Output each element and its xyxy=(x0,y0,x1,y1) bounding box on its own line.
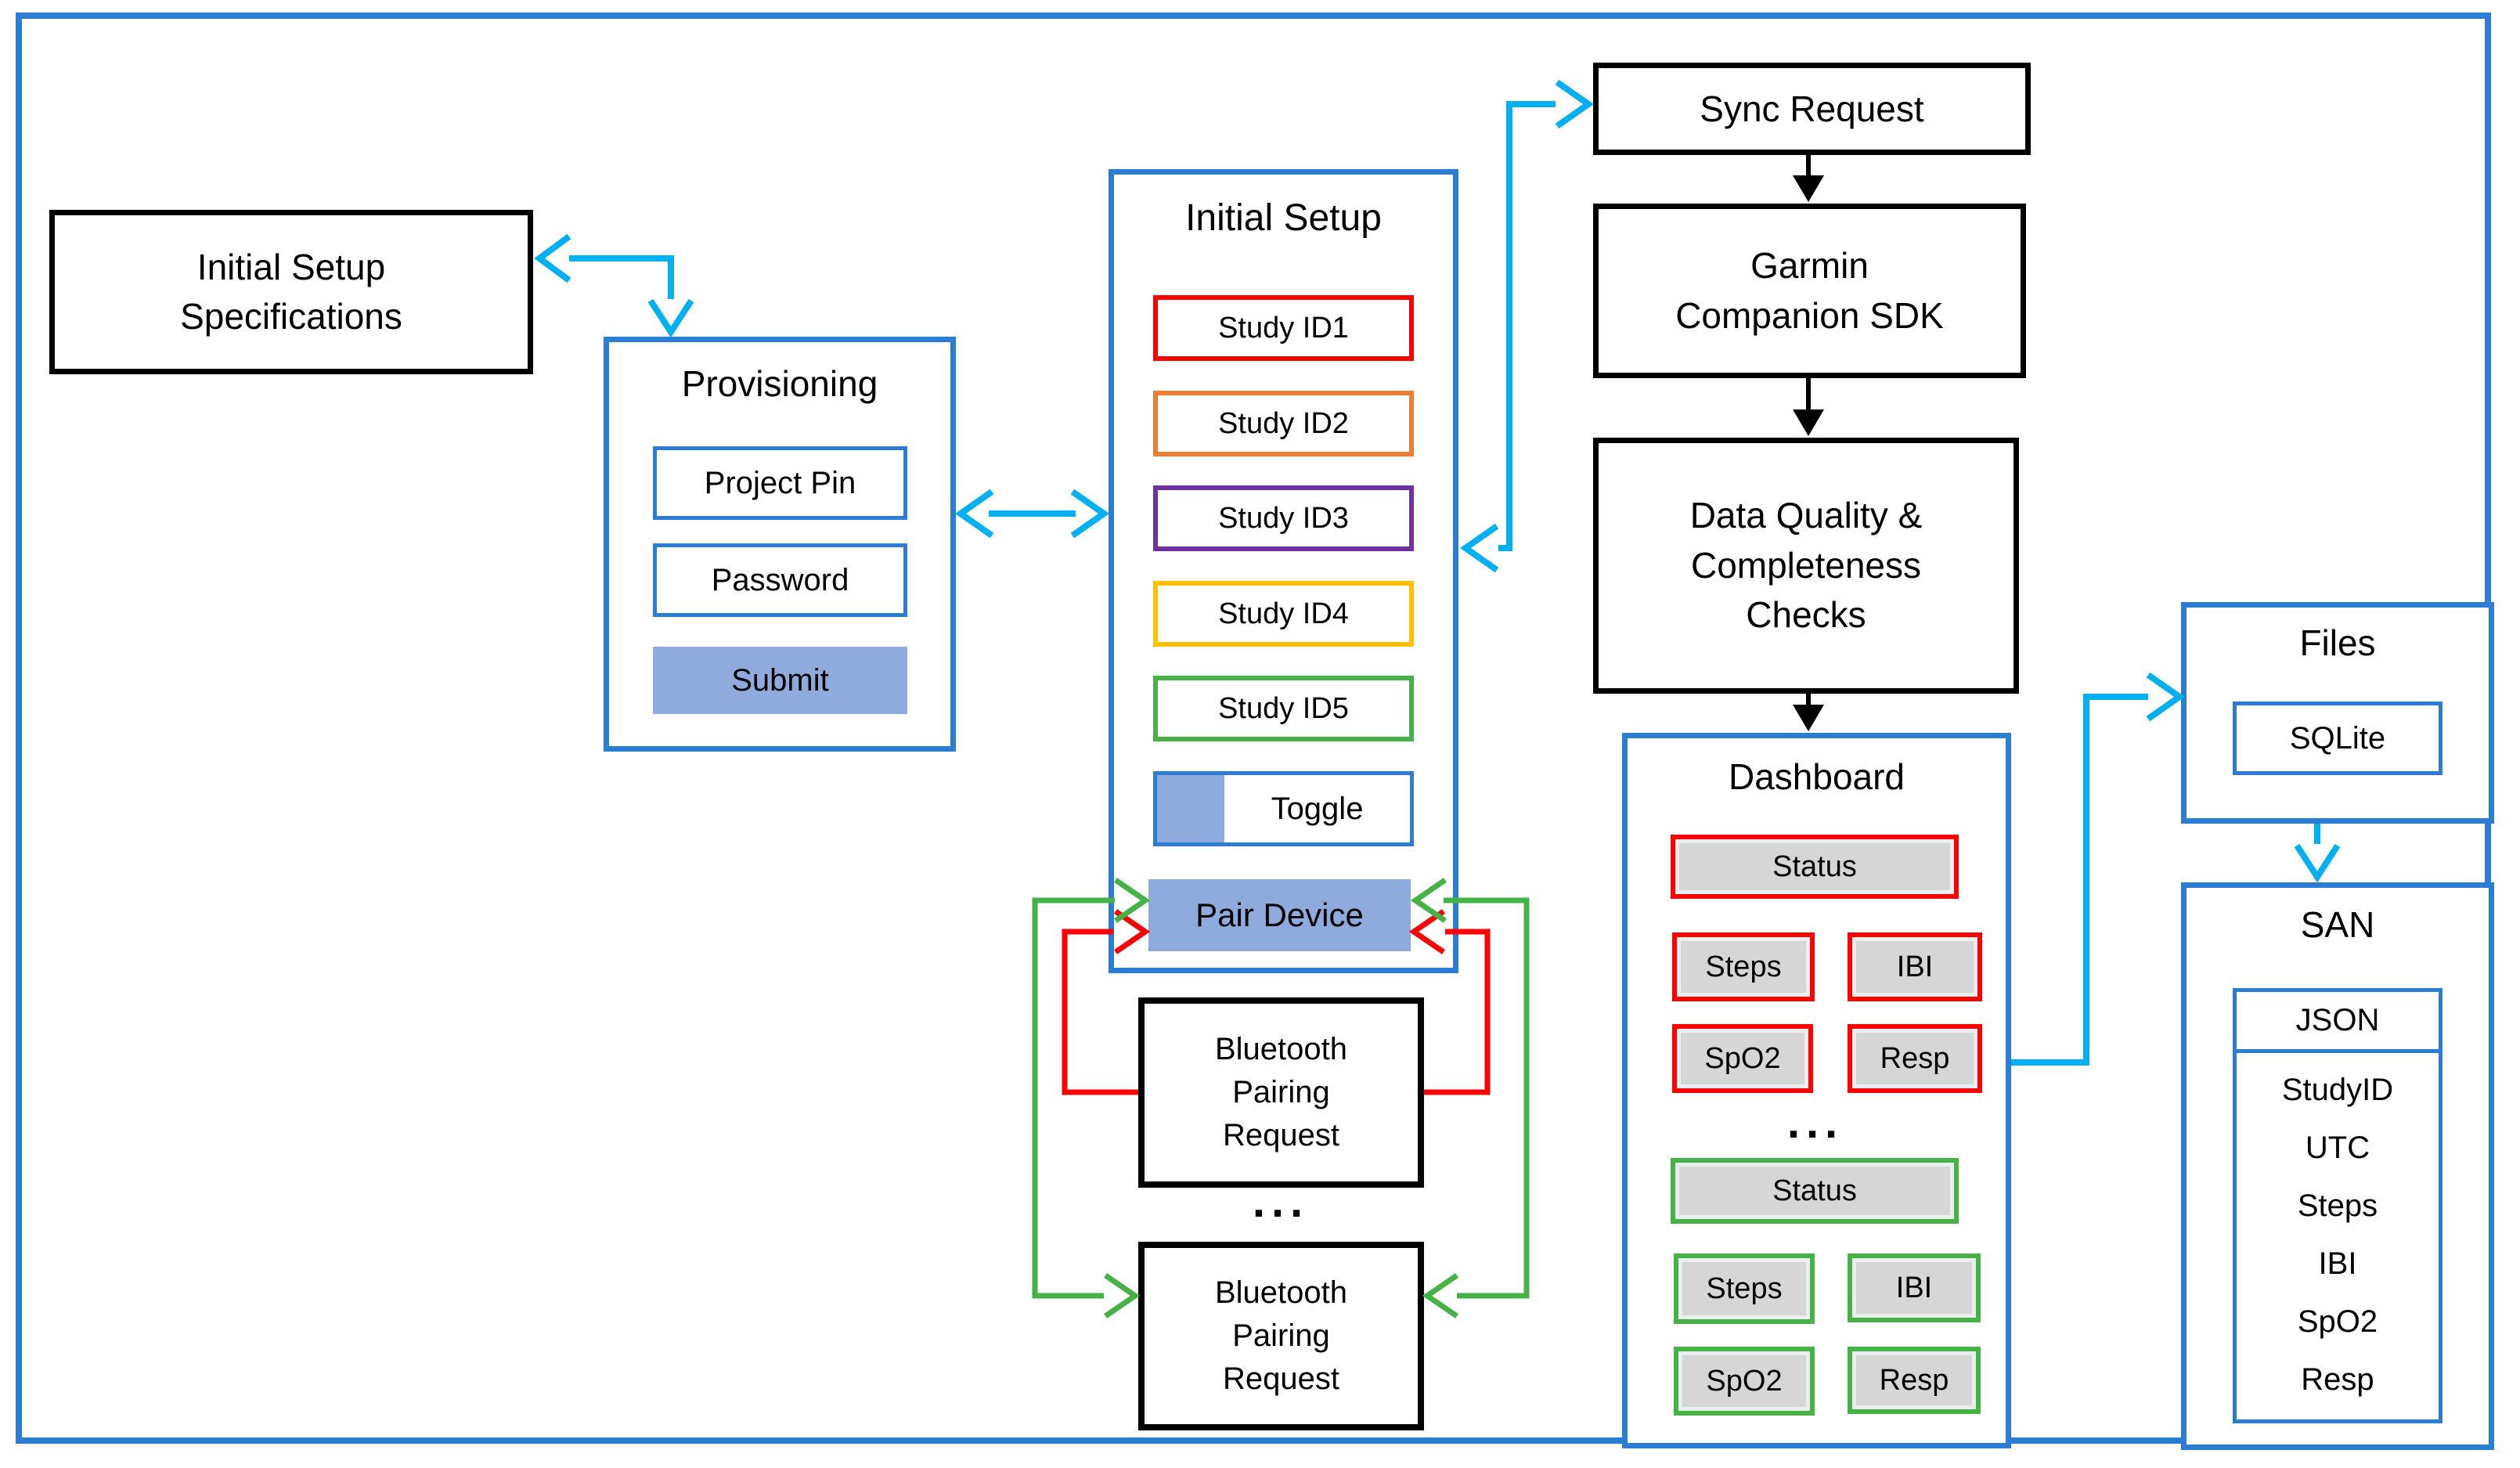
node-bluetooth-pairing-request-1: Bluetooth Pairing Request xyxy=(1138,997,1424,1188)
san-json-panel: JSON StudyID UTC Steps IBI SpO2 Resp xyxy=(2233,988,2442,1423)
san-field-studyid: StudyID xyxy=(2281,1073,2394,1107)
dashboard-resp-tile-green: Resp xyxy=(1848,1347,1981,1414)
password-field: Password xyxy=(653,543,907,617)
dashboard-steps-tile-red: Steps xyxy=(1672,932,1815,1001)
san-field-utc: UTC xyxy=(2305,1131,2370,1165)
project-pin-field: Project Pin xyxy=(653,446,907,520)
study-id2-chip: Study ID2 xyxy=(1153,391,1414,456)
study-id1-chip: Study ID1 xyxy=(1153,295,1414,361)
study-id4-chip: Study ID4 xyxy=(1153,581,1414,647)
node-dashboard: Dashboard Status Steps IBI SpO2 Resp ...… xyxy=(1622,733,2011,1448)
dashboard-ellipsis: ... xyxy=(1786,1097,1844,1148)
bluetooth-ellipsis: ... xyxy=(1252,1176,1310,1227)
dashboard-status-tile-red: Status xyxy=(1671,835,1959,899)
files-title: Files xyxy=(2299,622,2376,663)
node-data-quality-checks: Data Quality & Completeness Checks xyxy=(1593,438,2019,694)
dashboard-status-tile-green: Status xyxy=(1671,1158,1959,1224)
san-field-resp: Resp xyxy=(2301,1362,2374,1397)
san-field-spo2: SpO2 xyxy=(2297,1304,2378,1339)
toggle-control: Toggle xyxy=(1153,771,1414,846)
node-initial-setup-specifications: Initial Setup Specifications xyxy=(49,210,533,374)
initial-setup-title: Initial Setup xyxy=(1185,197,1382,239)
sqlite-box: SQLite xyxy=(2233,702,2442,775)
node-files: Files SQLite xyxy=(2181,602,2494,824)
node-garmin-companion-sdk: Garmin Companion SDK xyxy=(1593,204,2026,378)
node-bluetooth-pairing-request-2: Bluetooth Pairing Request xyxy=(1138,1242,1424,1430)
node-san: SAN JSON StudyID UTC Steps IBI SpO2 Resp xyxy=(2181,882,2494,1450)
provisioning-title: Provisioning xyxy=(681,363,878,404)
study-id5-chip: Study ID5 xyxy=(1153,676,1414,741)
san-json-header: JSON xyxy=(2237,992,2439,1053)
san-title: SAN xyxy=(2300,904,2375,945)
toggle-knob xyxy=(1157,775,1224,842)
toggle-label: Toggle xyxy=(1271,791,1364,826)
node-initial-setup: Initial Setup Study ID1 Study ID2 Study … xyxy=(1109,169,1458,973)
dashboard-resp-tile-red: Resp xyxy=(1848,1024,1982,1093)
pair-device-button: Pair Device xyxy=(1148,879,1411,951)
dashboard-spo2-tile-red: SpO2 xyxy=(1672,1024,1813,1093)
dashboard-steps-tile-green: Steps xyxy=(1674,1253,1815,1324)
dashboard-ibi-tile-green: IBI xyxy=(1848,1253,1981,1322)
study-id3-chip: Study ID3 xyxy=(1153,485,1414,551)
node-provisioning: Provisioning Project Pin Password Submit xyxy=(604,337,956,752)
node-sync-request: Sync Request xyxy=(1593,63,2031,155)
san-field-ibi: IBI xyxy=(2318,1246,2357,1281)
dashboard-ibi-tile-red: IBI xyxy=(1848,932,1982,1001)
dashboard-spo2-tile-green: SpO2 xyxy=(1674,1347,1815,1416)
dashboard-title: Dashboard xyxy=(1728,756,1905,797)
submit-button: Submit xyxy=(653,647,907,714)
san-field-steps: Steps xyxy=(2297,1188,2378,1223)
